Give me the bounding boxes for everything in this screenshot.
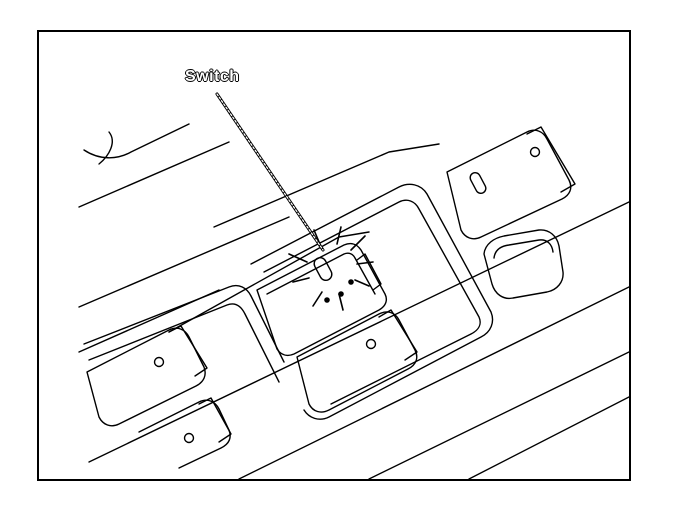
rear-left-window-switch <box>86 325 208 427</box>
panel-trim-lines <box>78 123 629 479</box>
lock-switch <box>446 126 576 240</box>
square-button <box>483 229 564 300</box>
figure-frame: Switch <box>37 30 631 481</box>
rear-left-lower-window-switch <box>138 397 232 469</box>
passenger-window-switch <box>296 309 418 413</box>
switch-light-rays <box>288 226 374 311</box>
window-switch-panel-illustration <box>78 92 629 479</box>
switch-callout-label: Switch <box>185 68 240 86</box>
main-window-switch <box>256 242 388 357</box>
callout-leader-line <box>215 92 325 252</box>
switch-housing-bezel <box>83 183 494 420</box>
